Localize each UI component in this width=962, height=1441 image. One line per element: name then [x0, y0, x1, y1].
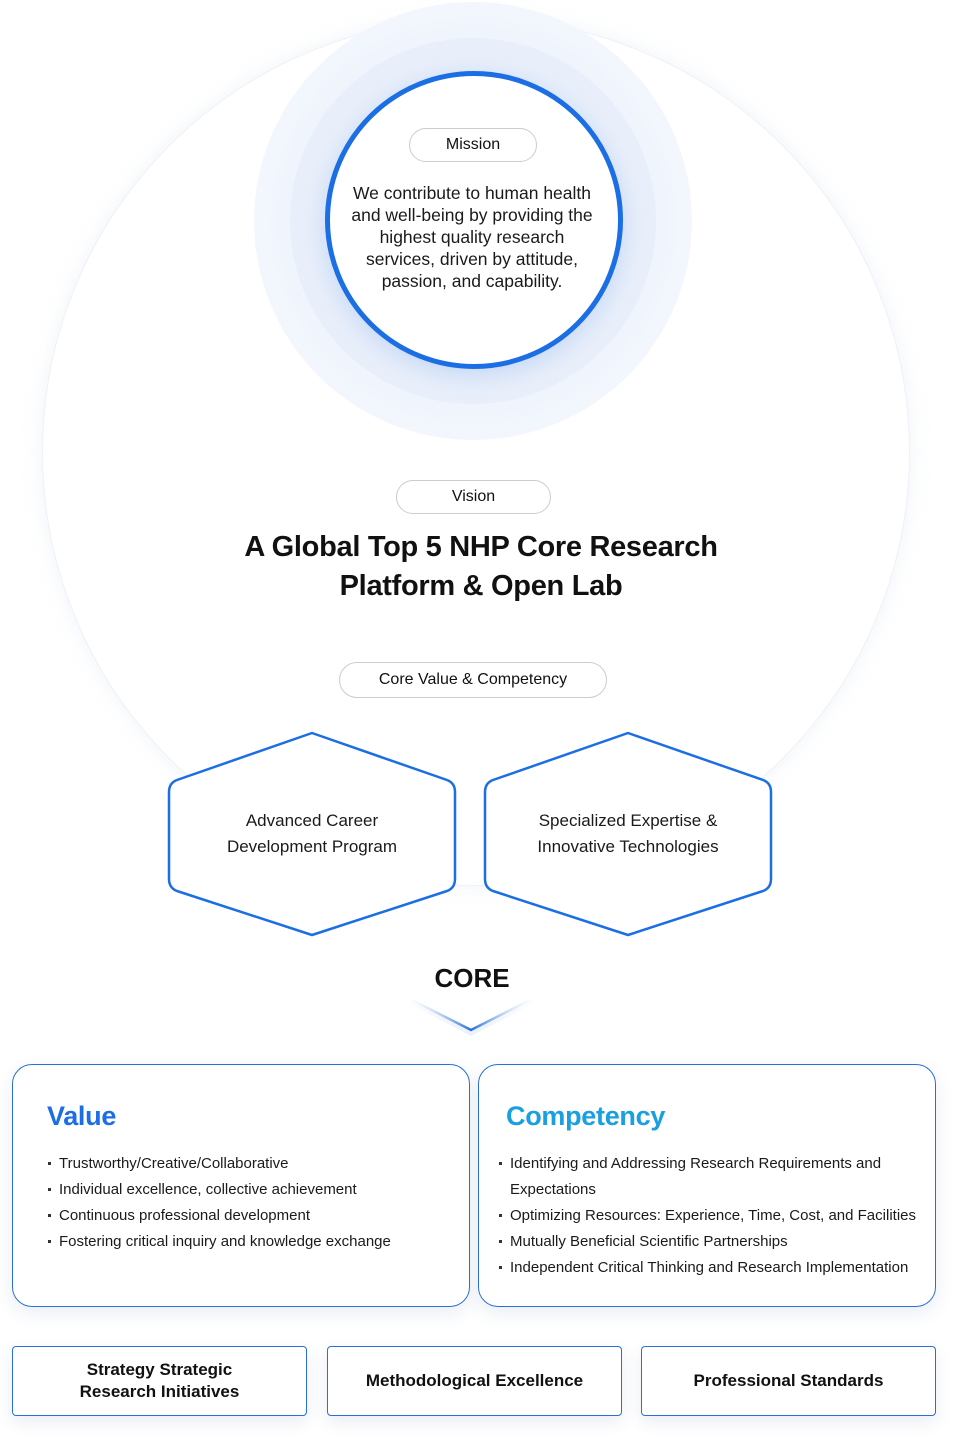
core-value-label: Core Value & Competency	[339, 662, 607, 698]
vision-label: Vision	[396, 480, 551, 514]
list-item: Trustworthy/Creative/Collaborative	[47, 1151, 455, 1177]
hexagon-expertise-line2: Innovative Technologies	[537, 837, 719, 856]
value-list: Trustworthy/Creative/Collaborative Indiv…	[47, 1151, 455, 1255]
hexagon-expertise-line1: Specialized Expertise &	[538, 811, 718, 830]
list-item: Fostering critical inquiry and knowledge…	[47, 1229, 455, 1255]
strategy-box-label: Professional Standards	[693, 1371, 884, 1390]
hexagon-career-text: Advanced Career Development Program	[190, 808, 434, 860]
mission-label: Mission	[409, 128, 537, 162]
strategy-box-label: Methodological Excellence	[365, 1371, 584, 1390]
chevron-down-icon	[407, 996, 535, 1032]
strategy-box-methodological-excellence: Methodological Excellence	[327, 1346, 622, 1416]
vision-title-line1: A Global Top 5 NHP Core Research	[244, 531, 718, 563]
strategy-box-line2: Research Initiatives	[79, 1382, 240, 1401]
chevron-glow	[408, 998, 534, 1036]
list-item: Identifying and Addressing Research Requ…	[498, 1151, 921, 1203]
strategy-box-professional-standards: Professional Standards	[641, 1346, 936, 1416]
hexagon-expertise-text: Specialized Expertise & Innovative Techn…	[506, 808, 750, 860]
core-heading: CORE	[434, 963, 510, 993]
competency-card: Competency Identifying and Addressing Re…	[478, 1064, 936, 1307]
list-item: Independent Critical Thinking and Resear…	[498, 1255, 921, 1281]
value-title: Value	[47, 1101, 117, 1131]
hexagon-career-line1: Advanced Career	[245, 811, 379, 830]
list-item: Mutually Beneficial Scientific Partnersh…	[498, 1229, 921, 1255]
vision-title-line2: Platform & Open Lab	[339, 570, 623, 602]
mission-circle	[325, 71, 623, 369]
value-card: Value Trustworthy/Creative/Collaborative…	[12, 1064, 470, 1307]
mission-text: We contribute to human health and well-b…	[351, 183, 593, 291]
strategy-box-line1: Strategy Strategic	[86, 1360, 233, 1379]
hexagon-career-line2: Development Program	[226, 837, 398, 856]
list-item: Optimizing Resources: Experience, Time, …	[498, 1203, 921, 1229]
list-item: Continuous professional development	[47, 1203, 455, 1229]
competency-title: Competency	[506, 1101, 666, 1131]
vision-title: A Global Top 5 NHP Core Research Platfor…	[180, 528, 782, 606]
strategy-box-research-initiatives: Strategy Strategic Research Initiatives	[12, 1346, 307, 1416]
competency-list: Identifying and Addressing Research Requ…	[498, 1151, 921, 1281]
list-item: Individual excellence, collective achiev…	[47, 1177, 455, 1203]
